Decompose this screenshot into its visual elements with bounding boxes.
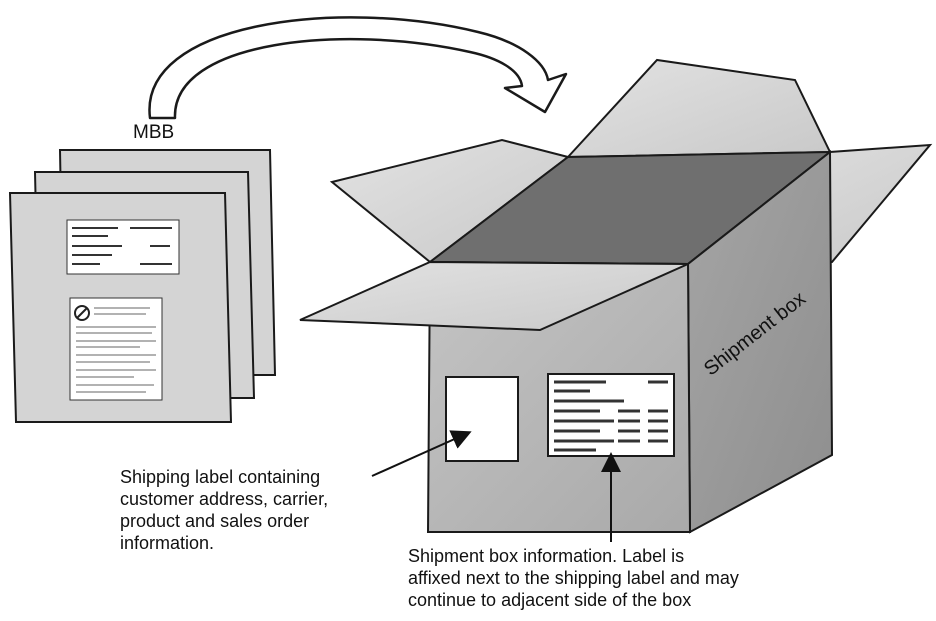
mbb-label: MBB — [133, 122, 175, 143]
box-flap-back — [565, 58, 832, 159]
mbb-caution-card — [69, 297, 163, 401]
mbb-to-box-arrow — [148, 16, 568, 120]
shipment-box — [299, 58, 933, 534]
shipping-label-box — [445, 376, 519, 462]
box-info-caption-line: Shipment box information. Label is — [408, 546, 685, 566]
shipping-label-caption-line: product and sales order — [120, 511, 310, 531]
mbb-stack — [8, 149, 277, 423]
no-entry-icon — [74, 305, 90, 321]
box-info-label — [547, 373, 675, 457]
shipping-label-caption: Shipping label containing customer addre… — [120, 466, 328, 554]
no-entry-slash — [76, 307, 88, 319]
shipping-label-caption-line: customer address, carrier, — [120, 489, 329, 509]
shipping-label-caption-line: Shipping label containing — [120, 467, 321, 487]
box-info-caption-line: continue to adjacent side of the box — [408, 590, 692, 610]
box-info-caption-line: affixed next to the shipping label and m… — [408, 568, 739, 588]
box-info-barcode-lines — [554, 380, 668, 452]
shipping-label-caption-line: information. — [120, 533, 215, 553]
caution-text-lines — [76, 307, 156, 393]
mbb-barcode-lines — [72, 227, 172, 265]
shipping-label-pointer — [371, 430, 472, 477]
box-flap-front — [299, 260, 689, 332]
box-info-caption: Shipment box information. Label is affix… — [408, 545, 739, 611]
